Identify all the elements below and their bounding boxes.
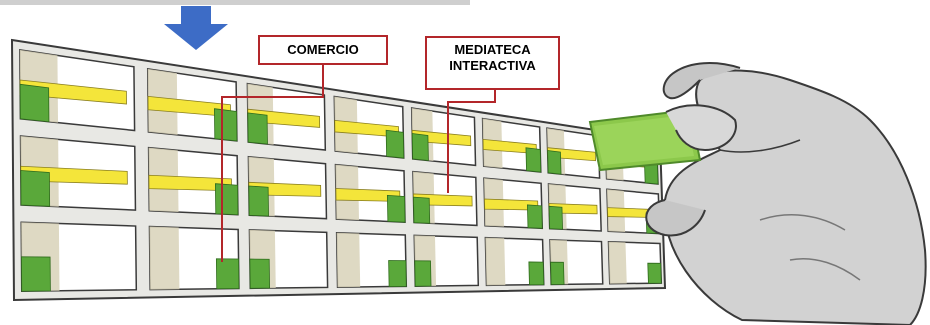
comercio-label: COMERCIO <box>258 35 388 65</box>
green-block <box>214 183 239 216</box>
green-block <box>247 112 268 145</box>
green-block <box>213 108 238 142</box>
green-block <box>547 150 562 175</box>
cropped-top-text <box>0 0 470 5</box>
green-block <box>647 262 662 284</box>
green-block <box>19 83 50 123</box>
green-block <box>21 256 51 292</box>
green-block <box>386 194 406 223</box>
green-block <box>525 147 542 173</box>
building-frame <box>10 38 667 302</box>
cell-side-wall <box>336 232 361 288</box>
green-block <box>215 258 240 290</box>
green-block <box>548 205 563 230</box>
green-card-icon <box>588 108 702 172</box>
mediateca-leader <box>447 90 496 193</box>
cell-side-wall <box>485 237 506 286</box>
leader-lines <box>221 65 496 262</box>
green-block <box>388 260 407 287</box>
down-arrow-icon <box>164 6 228 50</box>
mediateca-label-line1: MEDIATECA <box>454 42 531 57</box>
green-block <box>413 196 431 224</box>
comercio-leader <box>221 65 324 262</box>
green-block <box>550 261 565 285</box>
mediateca-label: MEDIATECA INTERACTIVA <box>425 36 560 90</box>
green-block <box>249 258 271 289</box>
mediateca-label-line2: INTERACTIVA <box>449 58 536 73</box>
green-block <box>385 129 405 159</box>
cell-side-wall <box>608 241 627 284</box>
cell-side-wall <box>149 226 180 290</box>
green-block <box>526 204 543 229</box>
green-block <box>411 133 429 161</box>
green-block <box>248 185 269 217</box>
green-block <box>414 260 432 287</box>
hand-illustration <box>588 62 927 325</box>
green-block <box>20 170 51 207</box>
green-block <box>528 261 545 286</box>
